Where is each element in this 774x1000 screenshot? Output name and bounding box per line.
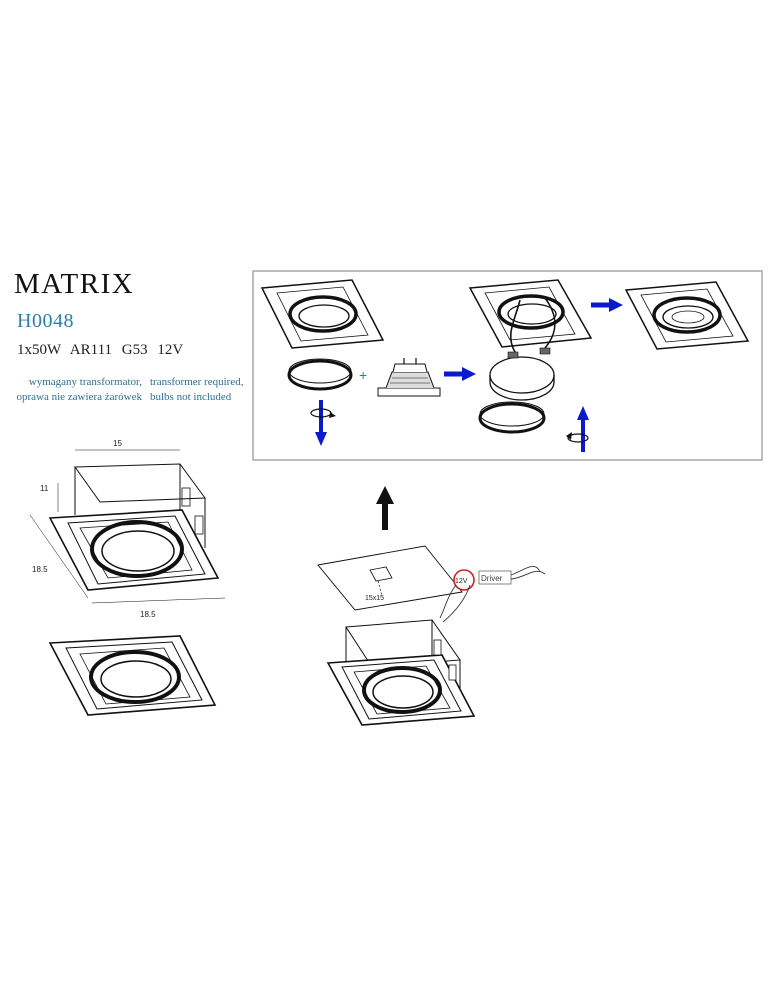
step2-bulb-disc [489,347,555,401]
step2-fixture [468,279,593,353]
dim-height-label: 11 [40,484,49,493]
fixture-front-view [48,635,217,716]
dimension-drawing [29,449,226,604]
product-specs: 1x50W AR111 G53 12V [17,342,184,358]
step2-ring [478,401,546,434]
product-name: MATRIX [14,268,135,300]
voltage-badge [453,569,475,591]
plus-icon: + [359,367,367,383]
driver-label: Driver [481,574,503,583]
step1-ring [287,358,353,391]
step1-fixture [260,279,385,349]
note-polish: wymagany transformator, oprawa nie zawie… [0,375,142,405]
driver-box [478,570,512,585]
arrow-right-icon-2 [591,298,623,312]
note-pl-line1: wymagany transformator, [28,376,142,388]
product-code: H0048 [17,310,74,332]
note-en-line2: bulbs not included [150,391,232,403]
dim-width-label: 15 [113,439,122,448]
driver-cables [439,565,546,623]
ar111-bulb [377,358,441,397]
ceiling-panel [317,545,463,611]
voltage-label: 12V [455,578,468,585]
rotate-up-arrow-icon [566,406,589,452]
note-english: transformer required, bulbs not included [150,375,270,405]
arrow-right-icon [444,367,476,381]
fixture-housing-view [326,619,476,726]
dim-front-label: 18.5 [140,610,156,619]
cutout-size-label: 15x15 [365,595,384,602]
dim-side-label: 18.5 [32,565,48,574]
install-up-arrow-icon [376,486,394,530]
step3-fixture [624,281,750,350]
rotate-down-arrow-icon [310,400,336,446]
note-en-line1: transformer required, [150,376,244,388]
note-pl-line2: oprawa nie zawiera żarówek [16,391,142,403]
